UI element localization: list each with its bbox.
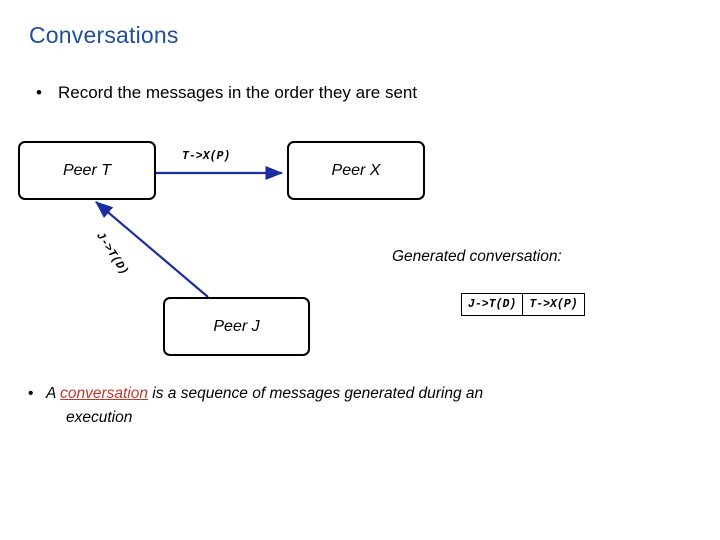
bullet-conversation-definition: • A conversation is a sequence of message… <box>28 382 648 430</box>
peer-label-x: Peer X <box>331 161 381 179</box>
generated-conversation-table: J->T(D) T->X(P) <box>460 293 585 316</box>
definition-text-after: is a sequence of messages generated duri… <box>147 385 484 402</box>
peer-label-j: Peer J <box>213 317 260 335</box>
page-title: Conversations <box>29 22 179 48</box>
generated-conversation-caption: Generated conversation: <box>392 248 562 265</box>
table-row: J->T(D) T->X(P) <box>460 293 585 316</box>
peer-box-t[interactable]: Peer T <box>18 141 156 200</box>
message-label-j-to-t: J->T(D) <box>93 230 131 278</box>
conversation-cell-2: T->X(P) <box>522 293 585 316</box>
bullet-text: Record the messages in the order they ar… <box>58 83 418 102</box>
peer-box-j[interactable]: Peer J <box>163 297 310 356</box>
peer-label-t: Peer T <box>62 161 111 179</box>
definition-highlight: conversation <box>60 385 148 402</box>
bullet-marker: • <box>36 83 42 102</box>
message-label-t-to-x: T->X(P) <box>182 150 231 163</box>
peer-box-x[interactable]: Peer X <box>287 141 425 200</box>
definition-text-line2: execution <box>66 409 133 427</box>
definition-text-before: A <box>46 385 61 402</box>
conversation-cell-1: J->T(D) <box>460 293 524 316</box>
bullet-marker-2: • <box>28 385 34 402</box>
bullet-record-messages: • Record the messages in the order they a… <box>36 83 417 103</box>
